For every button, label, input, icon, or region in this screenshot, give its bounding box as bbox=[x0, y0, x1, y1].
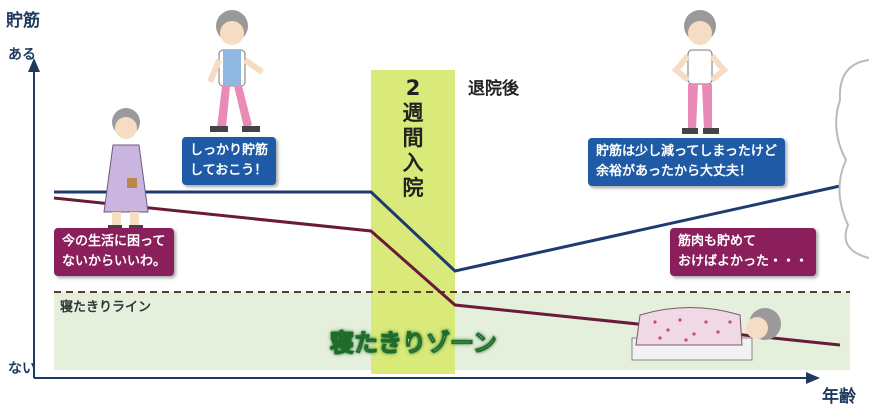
y-axis-high-label: ある bbox=[8, 47, 36, 63]
thought-cloud bbox=[835, 59, 869, 259]
buffer-line-1: 貯筋は少し減ってしまったけど bbox=[596, 144, 777, 159]
regret-line-1: 筋肉も貯めて bbox=[678, 234, 757, 249]
bedridden-line-label: 寝たきりライン bbox=[60, 300, 152, 315]
regret-line-2: おけばよかった・・・ bbox=[678, 254, 809, 269]
no-trouble-line-1: 今の生活に困って bbox=[62, 234, 166, 249]
bedridden-zone-label: 寝たきりゾーン bbox=[330, 329, 498, 358]
no-trouble-line-2: ないからいいわ。 bbox=[62, 254, 167, 269]
save-now-line-2: しておこう！ bbox=[190, 163, 268, 178]
save-now-bubble: しっかり貯筋 しておこう！ bbox=[182, 137, 277, 185]
no-trouble-bubble: 今の生活に困って ないからいいわ。 bbox=[54, 228, 175, 276]
x-axis-title: 年齢 bbox=[822, 387, 856, 407]
after-discharge-label: 退院後 bbox=[468, 79, 519, 99]
elderly-woman-hands-on-hips-icon bbox=[671, 10, 729, 134]
regret-bubble: 筋肉も貯めて おけばよかった・・・ bbox=[670, 228, 817, 276]
buffer-line-2: 余裕があったから大丈夫！ bbox=[596, 164, 753, 179]
buffer-bubble: 貯筋は少し減ってしまったけど 余裕があったから大丈夫！ bbox=[588, 138, 785, 186]
save-now-line-1: しっかり貯筋 bbox=[190, 143, 269, 158]
y-axis-low-label: ない bbox=[8, 361, 36, 377]
y-axis-title: 貯筋 bbox=[6, 11, 40, 31]
elderly-woman-with-bag-icon bbox=[103, 108, 149, 230]
x-axis-arrow bbox=[806, 372, 820, 384]
saver-line bbox=[54, 184, 841, 273]
hospital-band bbox=[371, 70, 455, 374]
elderly-woman-bedridden-icon bbox=[631, 307, 781, 361]
hospital-stay-label: 2 週 間 入 院 bbox=[402, 76, 424, 200]
elderly-woman-walking-icon bbox=[207, 10, 264, 132]
y-axis-arrow bbox=[28, 58, 40, 72]
